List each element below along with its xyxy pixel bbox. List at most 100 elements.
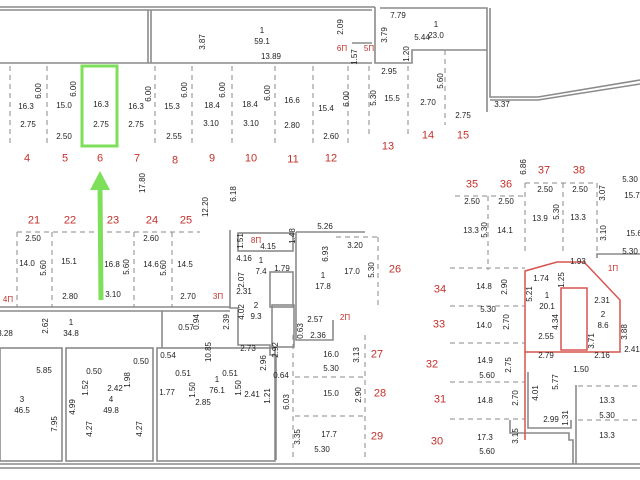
unit-number-label[interactable]: 10 bbox=[244, 152, 258, 165]
dimension-label: 14.0 bbox=[476, 321, 492, 330]
dimension-label: 2 bbox=[600, 310, 606, 319]
unit-number-label[interactable]: 22 bbox=[63, 214, 77, 227]
dimension-label: 5.26 bbox=[317, 222, 333, 231]
unit-number-label[interactable]: 37 bbox=[537, 164, 551, 177]
dimension-label: 6.00 bbox=[180, 82, 189, 98]
dimension-label: 4.01 bbox=[531, 385, 540, 401]
selected-unit-highlight[interactable] bbox=[80, 64, 119, 148]
dimension-label: 2.73 bbox=[240, 344, 256, 353]
unit-number-label[interactable]: 28 bbox=[373, 387, 387, 400]
unit-number-label[interactable]: 23 bbox=[106, 214, 120, 227]
dimension-label: 14.1 bbox=[497, 226, 513, 235]
dimension-label: 2.36 bbox=[310, 331, 326, 340]
dimension-label: 3.10 bbox=[599, 225, 608, 241]
dimension-label: 5.60 bbox=[436, 73, 445, 89]
dimension-label: 4.27 bbox=[85, 421, 94, 437]
dimension-label: 2.09 bbox=[336, 19, 345, 35]
dimension-label: 5.85 bbox=[36, 366, 52, 375]
dimension-label: 2.99 bbox=[543, 415, 559, 424]
dimension-label: 0.51 bbox=[222, 369, 238, 378]
unit-number-label[interactable]: 11 bbox=[287, 153, 299, 166]
passage-tag-label: 5П bbox=[363, 44, 375, 53]
dimension-label: 1.74 bbox=[533, 274, 549, 283]
passage-tag-label: 8П bbox=[250, 236, 262, 245]
unit-number-label[interactable]: 29 bbox=[370, 430, 384, 443]
unit-number-label[interactable]: 14 bbox=[421, 129, 435, 142]
dimension-label: 13.9 bbox=[532, 214, 548, 223]
dimension-label: 23.0 bbox=[428, 31, 444, 40]
passage-tag-label: 2П bbox=[339, 313, 351, 322]
unit-number-label[interactable]: 13 bbox=[381, 140, 395, 153]
dimension-label: 4 bbox=[108, 395, 114, 404]
dimension-label: 15.4 bbox=[318, 104, 334, 113]
unit-number-label[interactable]: 9 bbox=[208, 152, 216, 165]
dimension-label: 16.8 bbox=[104, 260, 120, 269]
dimension-label: 5.30 bbox=[599, 411, 615, 420]
unit-number-label[interactable]: 8 bbox=[171, 154, 179, 167]
dimension-label: 5.30 bbox=[480, 305, 496, 314]
dimension-label: 14.6 bbox=[143, 260, 159, 269]
unit-number-label[interactable]: 26 bbox=[388, 263, 402, 276]
unit-number-label[interactable]: 7 bbox=[133, 152, 141, 165]
unit-number-label[interactable]: 35 bbox=[465, 178, 479, 191]
unit-number-label[interactable]: 32 bbox=[425, 358, 439, 371]
unit-number-label[interactable]: 36 bbox=[499, 178, 513, 191]
dimension-label: 4.27 bbox=[135, 421, 144, 437]
dimension-label: 2.75 bbox=[20, 120, 36, 129]
dimension-label: 49.8 bbox=[103, 406, 119, 415]
dimension-label: 2.31 bbox=[236, 287, 252, 296]
dimension-label: 3.10 bbox=[243, 119, 259, 128]
dimension-label: 2.96 bbox=[259, 355, 268, 371]
unit-number-label[interactable]: 27 bbox=[370, 348, 384, 361]
unit-number-label[interactable]: 6 bbox=[96, 152, 104, 165]
dimension-label: 1 bbox=[258, 256, 264, 265]
dimension-label: 13.3 bbox=[599, 396, 615, 405]
unit-number-label[interactable]: 25 bbox=[179, 214, 193, 227]
stair-core-outline bbox=[524, 261, 621, 440]
unit-number-label[interactable]: 34 bbox=[433, 283, 447, 296]
dimension-label: 0.50 bbox=[86, 367, 102, 376]
unit-number-label[interactable]: 24 bbox=[145, 214, 159, 227]
dimension-label: 1.51 bbox=[236, 233, 245, 249]
dimension-label: 15.5 bbox=[384, 94, 400, 103]
unit-number-label[interactable]: 38 bbox=[572, 164, 586, 177]
dimension-label: 4.02 bbox=[237, 304, 246, 320]
unit-number-label[interactable]: 30 bbox=[430, 435, 444, 448]
dimension-label: 2.75 bbox=[455, 111, 471, 120]
unit-number-label[interactable]: 4 bbox=[23, 152, 31, 165]
dimension-label: 16.3 bbox=[18, 102, 34, 111]
unit-number-label[interactable]: 21 bbox=[27, 214, 41, 227]
unit-number-label[interactable]: 5 bbox=[61, 152, 69, 165]
dimension-label: 1.21 bbox=[263, 388, 272, 404]
dimension-label: 2.55 bbox=[166, 132, 182, 141]
dimension-label: 12.20 bbox=[201, 196, 210, 218]
dimension-label: 1.77 bbox=[159, 388, 175, 397]
passage-tag-label: 3П bbox=[212, 292, 224, 301]
dimension-label: 5.44 bbox=[414, 33, 430, 42]
dimension-label: 6.00 bbox=[69, 81, 78, 97]
dimension-label: 2.55 bbox=[538, 332, 554, 341]
unit-number-label[interactable]: 15 bbox=[456, 129, 470, 142]
unit-number-label[interactable]: 33 bbox=[432, 318, 446, 331]
dimension-label: 13.3 bbox=[570, 213, 586, 222]
dimension-label: 5.30 bbox=[369, 90, 378, 106]
dimension-label: 3.37 bbox=[494, 100, 510, 109]
dimension-label: 6.00 bbox=[34, 83, 43, 99]
dimension-label: 6.00 bbox=[342, 91, 351, 107]
dimension-label: 8.6 bbox=[597, 321, 609, 330]
dimension-label: 20.1 bbox=[539, 302, 555, 311]
dimension-label: 15.1 bbox=[61, 257, 77, 266]
dimension-label: 13.3 bbox=[599, 431, 615, 440]
unit-number-label[interactable]: 12 bbox=[324, 152, 338, 165]
dimension-label: 16.3 bbox=[128, 102, 144, 111]
dimension-label: 14.0 bbox=[19, 259, 35, 268]
dimension-label: 3.10 bbox=[203, 119, 219, 128]
dimension-label: 2.85 bbox=[195, 398, 211, 407]
dimension-label: 2.39 bbox=[222, 314, 231, 330]
dimension-label: 2.50 bbox=[25, 234, 41, 243]
unit-number-label[interactable]: 31 bbox=[433, 393, 447, 406]
dimension-label: 2.90 bbox=[354, 387, 363, 403]
dimension-label: 3.13 bbox=[352, 347, 361, 363]
dimension-label: 5.30 bbox=[552, 204, 561, 220]
dimension-label: 3.71 bbox=[587, 333, 596, 349]
